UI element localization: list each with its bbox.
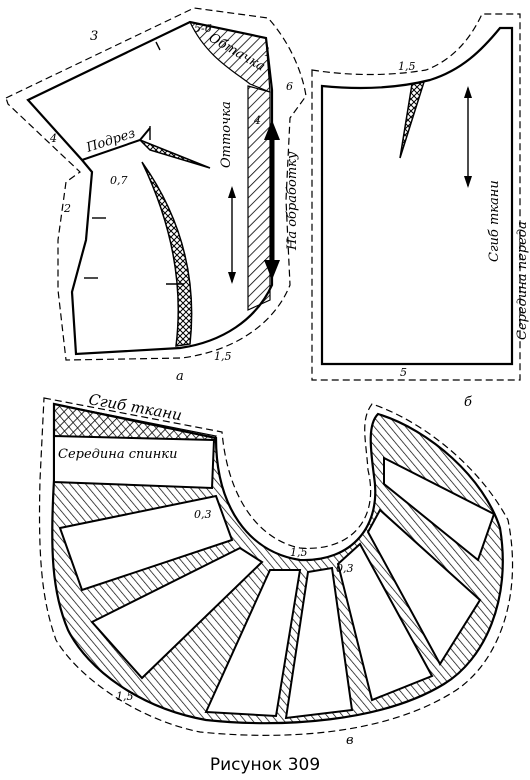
piece-a-num-1-5: 1,5 [214, 350, 232, 363]
piece-b-outline [320, 26, 514, 366]
piece-b-num-1-5: 1,5 [398, 60, 416, 73]
piece-a-label-otstochka: Отточка [219, 101, 234, 168]
piece-b-dart [399, 81, 426, 159]
piece-a-allowance [5, 7, 307, 361]
piece-a-outline [26, 20, 274, 356]
piece-b-letter: б [464, 395, 472, 410]
piece-a-num-6: 6 [286, 80, 293, 93]
piece-b-num-5: 5 [400, 366, 407, 379]
piece-a-num-3: 3 [90, 29, 98, 44]
figure-caption: Рисунок 309 [210, 755, 320, 775]
piece-v: Сгиб ткани Середина спинки 0,3 1,5 0,3 1… [38, 390, 514, 748]
piece-a-num-0-7: 0,7 [110, 174, 128, 187]
piece-v-top-strip [53, 403, 217, 441]
piece-a-crescent [141, 161, 193, 347]
piece-v-num-0-3-left: 0,3 [194, 508, 212, 521]
piece-v-letter: в [346, 733, 354, 748]
piece-a-num-4-left: 4 [49, 132, 57, 145]
piece-a: 3 5-6 1 6 4 4 2 0,7 1,5 Подрез Отточка Н… [5, 7, 307, 384]
piece-v-num-0-3-right: 0,3 [336, 562, 354, 575]
piece-v-num-1-5-inner: 1,5 [290, 546, 308, 559]
piece-a-num-2: 2 [63, 202, 71, 215]
piece-a-num-4-top: 4 [253, 114, 261, 127]
piece-a-dart [139, 139, 211, 169]
piece-a-label-na-obrabotku: На обработку [285, 151, 300, 251]
piece-a-notches [84, 41, 184, 285]
piece-v-panels [53, 434, 496, 720]
piece-a-front-facing [247, 85, 271, 311]
piece-a-num-1: 1 [264, 46, 271, 59]
piece-v-label-seredina-spinki: Середина спинки [58, 447, 177, 462]
piece-a-thick-arrow [264, 120, 280, 280]
piece-a-num-5-6: 5-6 [194, 22, 212, 35]
piece-v-allowance [38, 397, 514, 736]
piece-b-label-sgib-tkani: Сгиб ткани [487, 180, 502, 262]
piece-a-grain-arrow [228, 186, 236, 284]
piece-a-letter: а [176, 369, 184, 384]
piece-b: 1,5 5 Сгиб ткани Середина переда б [311, 13, 530, 410]
piece-a-shoulder-facing [188, 21, 271, 93]
piece-b-grain-arrow [464, 86, 472, 188]
piece-b-label-seredina-pereda: Середина переда [515, 221, 530, 340]
piece-v-num-1-5-outer: 1,5 [116, 690, 134, 703]
